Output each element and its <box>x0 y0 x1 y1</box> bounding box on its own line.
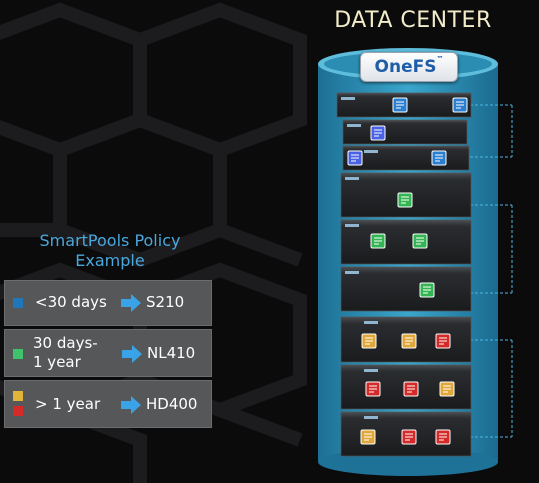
file-icon <box>431 150 447 166</box>
data-center-title: DATA CENTER <box>334 8 492 33</box>
file-icon <box>370 233 386 249</box>
hd400-node-2 <box>340 364 472 410</box>
s210-node-3 <box>342 145 470 171</box>
file-icon <box>412 233 428 249</box>
file-icon <box>403 381 419 397</box>
s210-node-1 <box>336 92 472 118</box>
trademark-mark: ™ <box>436 55 444 63</box>
policy-title: SmartPools Policy Example <box>10 231 210 271</box>
row-target: NL410 <box>147 344 196 362</box>
row-label-line2: 1 year <box>33 353 81 371</box>
file-icon <box>452 97 468 113</box>
file-icon <box>392 97 408 113</box>
blue-swatch <box>13 298 23 308</box>
arrow-right-icon <box>121 294 141 312</box>
row-label: 30 days- <box>33 334 98 352</box>
file-icon <box>401 429 417 445</box>
file-icon <box>419 282 435 298</box>
yellow-swatch <box>13 391 23 401</box>
arrow-right-icon <box>122 345 142 363</box>
red-swatch <box>13 406 23 416</box>
row-label: <30 days <box>35 293 107 311</box>
policy-row-nl410: 30 days- 1 year NL410 <box>4 329 212 377</box>
hd400-node-1 <box>340 316 472 363</box>
onefs-badge: OneFS™ <box>360 52 458 82</box>
nl410-node-2 <box>340 219 472 265</box>
policy-title-line1: SmartPools Policy <box>39 231 181 250</box>
nl410-node-1 <box>340 172 472 218</box>
green-swatch <box>13 349 23 359</box>
policy-row-hd400: > 1 year HD400 <box>4 380 212 428</box>
file-icon <box>435 429 451 445</box>
file-icon <box>397 192 413 208</box>
file-icon <box>361 333 377 349</box>
s210-node-2 <box>342 119 468 145</box>
onefs-label: OneFS <box>374 57 437 77</box>
file-icon <box>439 381 455 397</box>
file-icon <box>360 429 376 445</box>
file-icon <box>435 333 451 349</box>
file-icon <box>347 150 363 166</box>
hd400-node-3 <box>340 411 472 457</box>
row-label: > 1 year <box>35 395 101 413</box>
file-icon <box>370 125 386 141</box>
nl410-node-3 <box>340 266 472 312</box>
row-target: S210 <box>146 293 185 311</box>
policy-title-line2: Example <box>75 251 145 270</box>
row-target: HD400 <box>146 395 198 413</box>
arrow-right-icon <box>121 396 141 414</box>
file-icon <box>365 381 381 397</box>
policy-row-s210: <30 days S210 <box>4 280 212 326</box>
file-icon <box>401 333 417 349</box>
